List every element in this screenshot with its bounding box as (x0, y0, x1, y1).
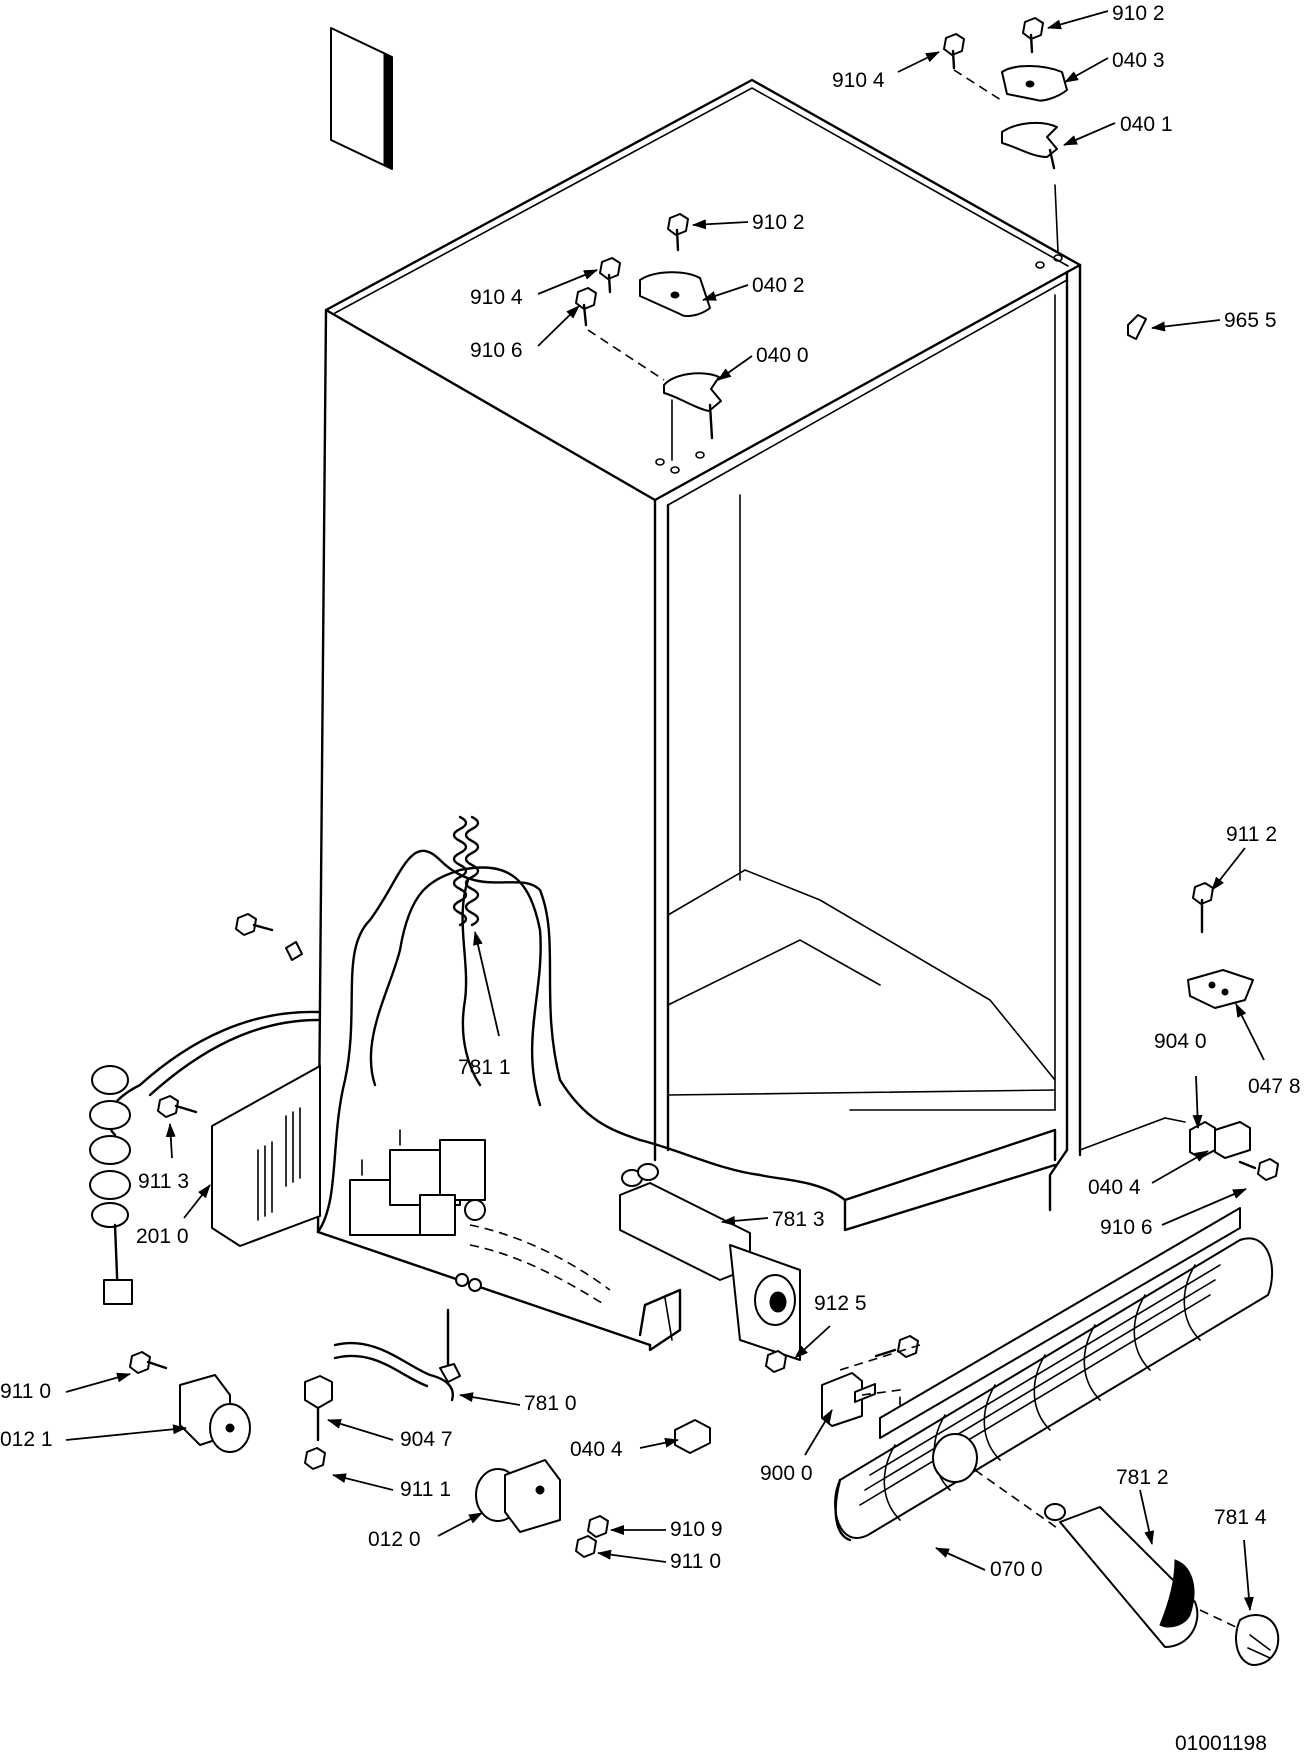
label-9125: 912 5 (814, 1292, 867, 1315)
label-7810: 781 0 (524, 1392, 577, 1415)
cabinet-body (316, 78, 1082, 1352)
label-9102-mid: 910 2 (752, 211, 805, 234)
label-9655: 965 5 (1224, 309, 1277, 332)
label-9110-bottom: 911 0 (670, 1550, 721, 1573)
label-7811: 781 1 (458, 1056, 511, 1079)
filter-cap-7814 (1199, 1609, 1280, 1666)
label-9040: 904 0 (1154, 1030, 1207, 1053)
label-9047: 904 7 (400, 1428, 453, 1451)
label-2010: 201 0 (136, 1225, 189, 1248)
bracket-0478 (1187, 882, 1254, 1009)
label-9102-top: 910 2 (1112, 2, 1165, 25)
label-7814: 781 4 (1214, 1506, 1267, 1529)
label-0403: 040 3 (1112, 49, 1165, 72)
label-9106-right: 910 6 (1100, 1216, 1153, 1239)
clip-0404-bottom (674, 1419, 711, 1454)
clip-0404-right (1079, 1117, 1279, 1181)
roller-0120 (475, 1459, 609, 1558)
label-7813: 781 3 (772, 1208, 825, 1231)
label-0478: 047 8 (1248, 1075, 1301, 1098)
label-0120: 012 0 (368, 1528, 421, 1551)
power-cord-assembly (89, 913, 320, 1305)
bracket-9047 (304, 1375, 333, 1470)
label-7812: 781 2 (1116, 1466, 1169, 1489)
label-9106-mid: 910 6 (470, 339, 523, 362)
electrical-box-2010 (157, 1065, 321, 1247)
label-9110-left: 911 0 (0, 1380, 51, 1403)
label-0401: 040 1 (1120, 113, 1173, 136)
callout-arrows (65, 10, 1265, 1611)
label-0404-bottom: 040 4 (570, 1438, 623, 1461)
label-0400: 040 0 (756, 344, 809, 367)
label-9000: 900 0 (760, 1462, 813, 1485)
label-9113: 911 3 (138, 1170, 189, 1193)
label-0404-right: 040 4 (1088, 1176, 1141, 1199)
label-0121: 012 1 (0, 1428, 53, 1451)
upper-hinge-assembly (575, 17, 1147, 474)
water-inlet-tube-7810 (333, 1308, 461, 1402)
roller-0121 (129, 1351, 251, 1453)
water-valve-assembly (349, 1129, 611, 1306)
water-filter-7812 (1044, 1503, 1199, 1648)
drawing-number: 01001198 (1175, 1732, 1267, 1755)
label-9111: 911 1 (400, 1478, 451, 1501)
label-9104-mid: 910 4 (470, 286, 523, 309)
literature-booklet (330, 27, 393, 170)
label-9104-top: 910 4 (832, 69, 885, 92)
filter-housing-7813 (619, 1163, 919, 1373)
label-0402: 040 2 (752, 274, 805, 297)
heater-coil-7811 (452, 815, 480, 927)
label-0700: 070 0 (990, 1558, 1043, 1581)
label-9112: 911 2 (1226, 823, 1277, 846)
base-grille-0700 (834, 1207, 1274, 1542)
label-9109: 910 9 (670, 1518, 723, 1541)
